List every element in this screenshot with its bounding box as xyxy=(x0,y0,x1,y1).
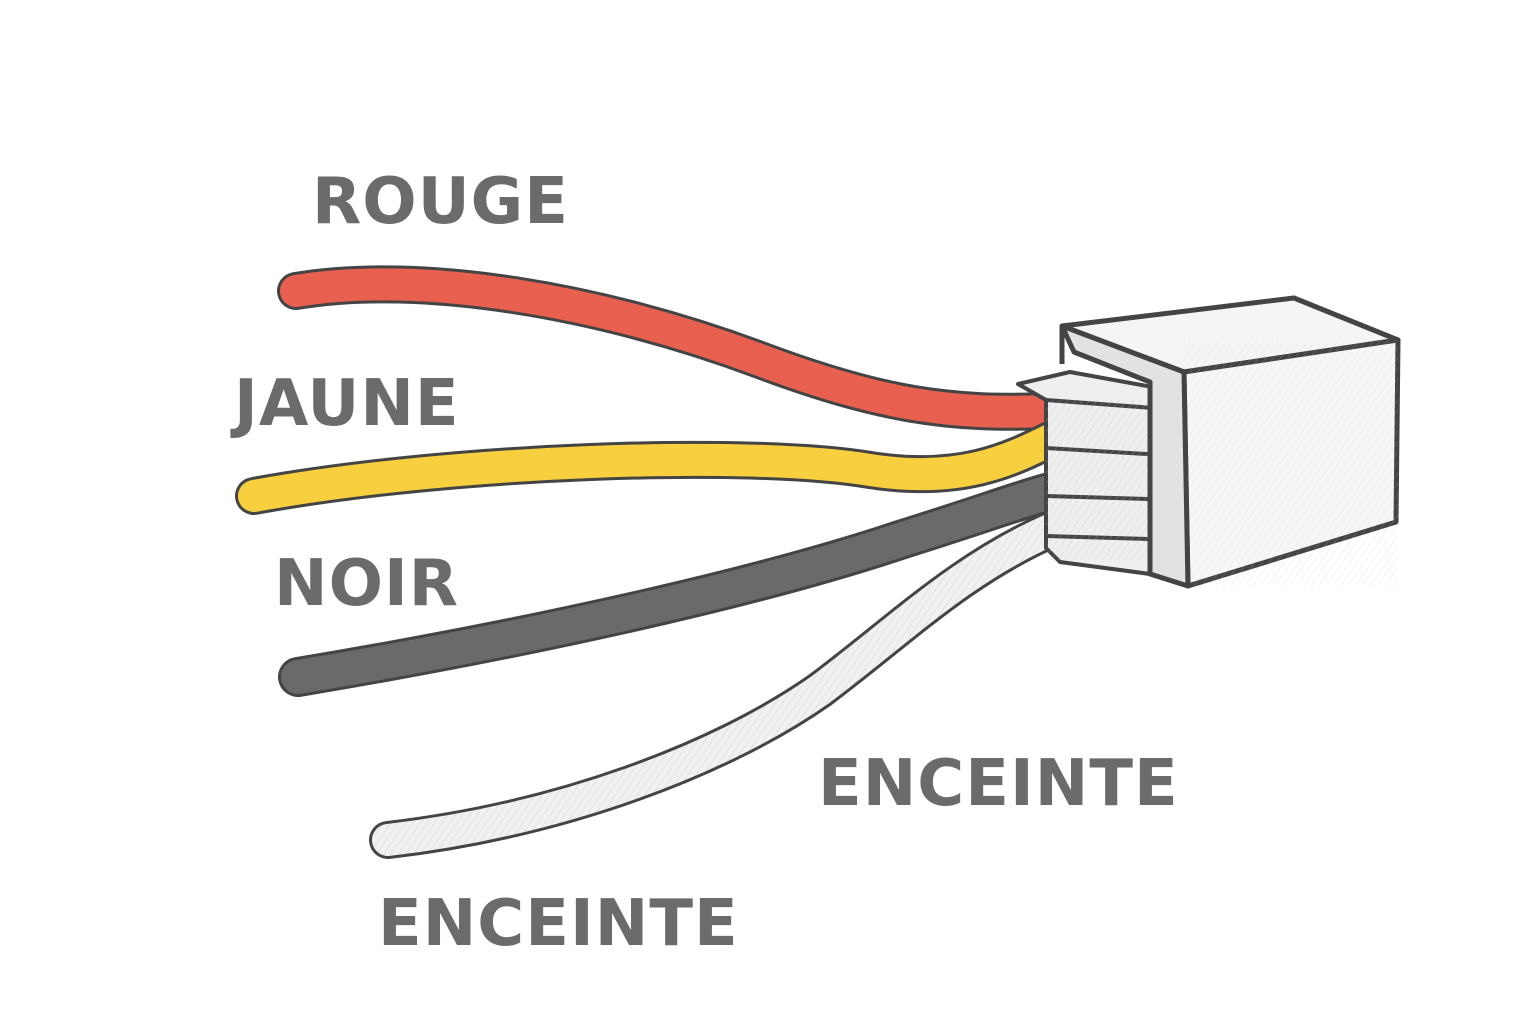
connector-housing xyxy=(1059,295,1401,589)
black-wire xyxy=(278,472,1070,697)
red-wire xyxy=(277,265,1069,431)
label-noir: NOIR xyxy=(274,547,460,621)
yellow-wire xyxy=(235,421,1069,515)
label-rouge: ROUGE xyxy=(312,165,569,239)
label-enceinte-upper: ENCEINTE xyxy=(818,747,1179,821)
white-wire xyxy=(369,511,1069,859)
label-jaune: JAUNE xyxy=(234,367,460,441)
label-enceinte-lower: ENCEINTE xyxy=(378,887,739,961)
